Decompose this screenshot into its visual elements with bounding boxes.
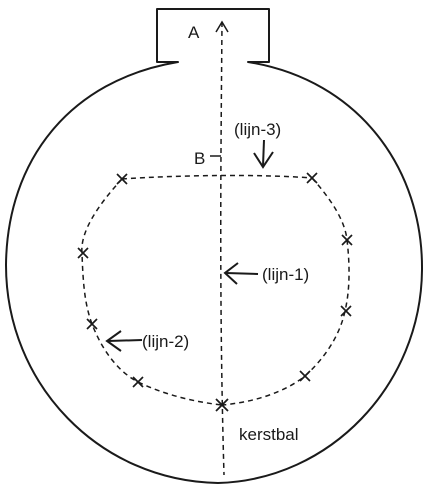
line-3-label: (lijn-3) <box>234 120 281 139</box>
marker-x-1 <box>116 173 128 185</box>
marker-x-2 <box>306 172 318 184</box>
arrow-line-1-icon <box>223 262 259 285</box>
marker-x-7 <box>299 370 311 382</box>
marker-x-6 <box>86 318 98 330</box>
point-a-label: A <box>188 23 200 42</box>
marker-x-3 <box>341 234 353 246</box>
arrow-line-3-icon <box>253 139 274 169</box>
marker-x-9 <box>215 398 229 412</box>
object-label: kerstbal <box>239 425 299 444</box>
point-b-label: B <box>194 149 205 168</box>
marker-x-4 <box>77 247 89 259</box>
left-curve <box>81 178 223 406</box>
line-top-arrow <box>215 20 229 33</box>
right-curve <box>221 177 350 406</box>
bauble-outline <box>5 8 424 484</box>
marker-x-5 <box>340 305 352 317</box>
arrow-line-2-icon <box>105 330 143 352</box>
line-1-label: (lijn-1) <box>262 265 309 284</box>
top-line <box>121 174 313 180</box>
line-2-label: (lijn-2) <box>142 332 189 351</box>
marker-x-8 <box>132 376 144 388</box>
